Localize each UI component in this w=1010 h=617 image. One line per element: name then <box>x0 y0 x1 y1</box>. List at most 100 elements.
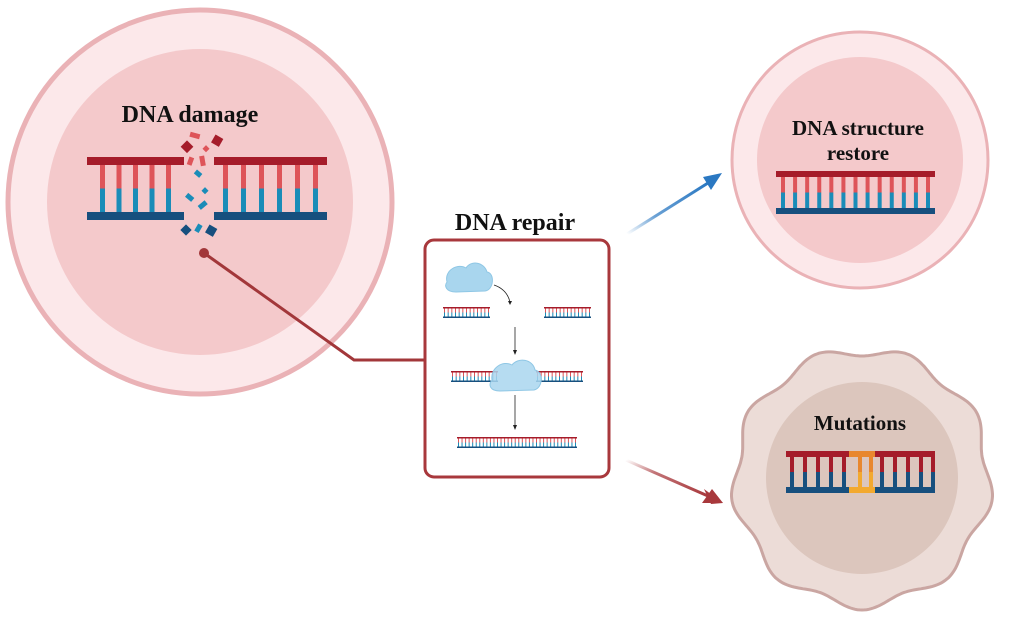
mutated-dna-icon <box>786 451 935 493</box>
dna-base-pair <box>546 438 548 443</box>
dna-base-pair <box>451 312 453 317</box>
dna-base-pair <box>470 372 472 377</box>
dna-base-pair <box>241 165 246 189</box>
dna-base-pair <box>472 438 474 443</box>
dna-base-pair <box>563 312 565 317</box>
repair-step-1 <box>443 262 591 318</box>
dna-strand-bottom <box>875 487 935 493</box>
dna-strand-top <box>875 451 935 457</box>
repaired-dna-strand <box>457 437 577 448</box>
dna-base-pair <box>313 165 318 189</box>
dna-base-pair <box>893 457 897 472</box>
bound-enzyme-icon <box>489 359 542 392</box>
dna-strand-bottom <box>451 380 498 382</box>
dna-base-pair <box>525 442 527 447</box>
dna-base-pair <box>829 457 833 472</box>
repair-step-2 <box>451 359 583 392</box>
dna-base-pair <box>803 457 807 472</box>
dna-base-pair <box>544 372 546 377</box>
dna-base-pair <box>259 188 264 212</box>
dna-strand-bottom <box>87 212 184 220</box>
dna-base-pair <box>913 192 918 208</box>
dna-base-pair <box>567 308 568 313</box>
broken-dna-icon <box>87 131 327 237</box>
dna-base-pair <box>550 438 552 443</box>
dna-base-pair <box>578 312 579 317</box>
dna-base-pair <box>889 177 894 193</box>
dna-base-pair <box>566 376 568 381</box>
dna-base-pair <box>544 376 546 381</box>
dna-base-pair <box>869 472 873 487</box>
restore-cell: DNA structure restore <box>730 30 990 290</box>
dna-base-pair <box>504 438 506 443</box>
dna-base-pair <box>481 376 483 381</box>
dna-base-pair <box>166 188 171 212</box>
dna-base-pair <box>459 376 461 381</box>
dna-base-pair <box>461 438 463 443</box>
dna-base-pair <box>555 376 557 381</box>
dna-base-pair <box>525 438 527 443</box>
dna-base-pair <box>480 312 482 317</box>
dna-strand-top <box>544 307 591 309</box>
dna-base-pair <box>853 177 858 193</box>
mutation-cell: Mutations <box>730 350 994 612</box>
dna-base-pair <box>829 177 834 193</box>
dna-base-pair <box>223 165 228 189</box>
dna-base-pair <box>468 442 470 447</box>
dna-base-pair <box>462 308 464 313</box>
dna-base-pair <box>552 308 554 313</box>
dna-base-pair <box>829 472 833 487</box>
dna-base-pair <box>865 177 870 193</box>
dna-base-pair <box>562 376 564 381</box>
dna-base-pair <box>484 312 486 317</box>
repair-label: DNA repair <box>455 210 576 236</box>
dna-base-pair <box>472 442 474 447</box>
curved-arrow-icon <box>493 284 511 303</box>
dna-base-pair <box>473 308 475 313</box>
dna-strand-bottom <box>443 316 490 318</box>
restore-label-line1: DNA structure <box>792 116 924 140</box>
dna-base-pair <box>545 312 546 317</box>
dna-base-pair <box>484 308 486 313</box>
dna-base-pair <box>511 442 513 447</box>
dna-base-pair <box>589 312 590 317</box>
dna-base-pair <box>500 442 502 447</box>
dna-base-pair <box>466 312 467 317</box>
dna-base-pair <box>493 438 495 443</box>
dna-base-pair <box>575 442 576 447</box>
dna-base-pair <box>931 472 935 487</box>
dna-base-pair <box>458 308 460 313</box>
dna-base-pair <box>805 177 810 193</box>
dna-base-pair <box>468 438 470 443</box>
dna-base-pair <box>444 308 445 313</box>
dna-base-pair <box>574 308 576 313</box>
repair-box <box>423 238 611 479</box>
dna-base-pair <box>573 372 575 377</box>
dna-base-pair <box>781 177 785 193</box>
dna-base-pair <box>455 312 456 317</box>
dna-base-pair <box>926 177 930 193</box>
dna-base-pair <box>880 457 884 472</box>
dna-base-pair <box>560 438 562 443</box>
dna-base-pair <box>488 372 490 377</box>
mutated-strand-segment <box>849 487 875 493</box>
dna-base-pair <box>575 438 576 443</box>
dna-base-pair <box>571 442 573 447</box>
dna-base-pair <box>548 312 550 317</box>
dna-base-pair <box>805 192 810 208</box>
dna-base-pair <box>589 308 590 313</box>
dna-base-pair <box>585 312 587 317</box>
repair-enzyme-icon <box>445 262 493 293</box>
dna-base-pair <box>241 188 246 212</box>
dna-base-pair <box>313 188 318 212</box>
dna-base-pair <box>865 192 870 208</box>
dna-base-pair <box>463 372 464 377</box>
dna-strand-bottom <box>776 208 935 214</box>
mutations-label: Mutations <box>814 411 906 435</box>
dna-base-pair <box>550 442 552 447</box>
dna-base-pair <box>444 312 445 317</box>
dna-base-pair <box>539 438 541 443</box>
dna-base-pair <box>469 308 471 313</box>
dna-base-pair <box>461 442 463 447</box>
dna-base-pair <box>116 188 122 212</box>
